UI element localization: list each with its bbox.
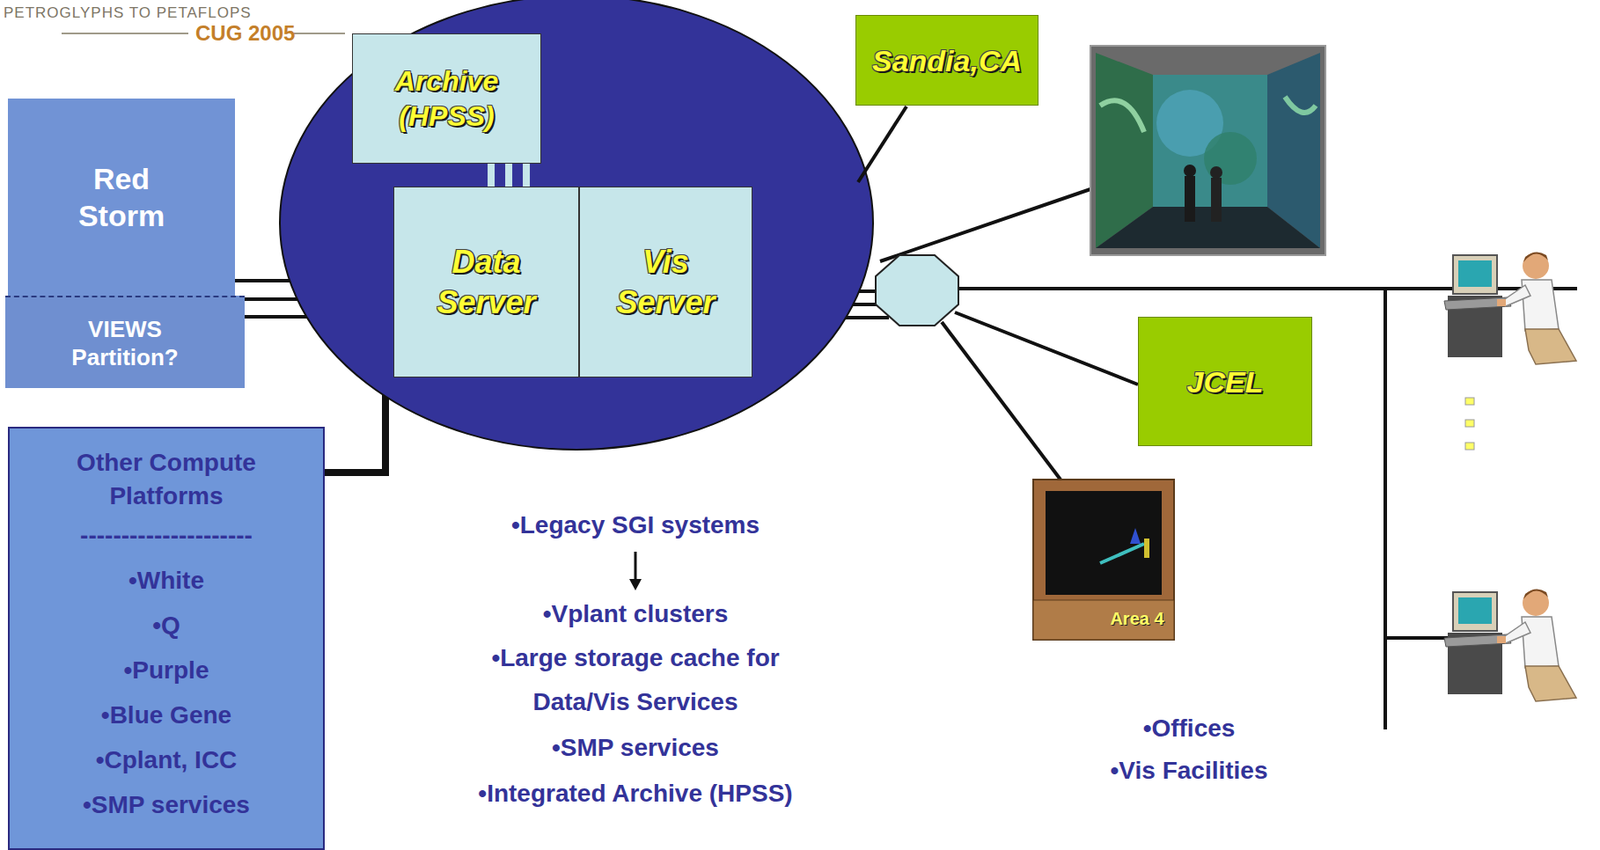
box-title: Red Storm xyxy=(55,160,188,235)
note-text: •Vis Facilities xyxy=(1056,749,1322,793)
box-item: •SMP services xyxy=(82,782,250,828)
box-item: •White xyxy=(128,557,205,603)
site-box: Sandia,CA xyxy=(855,14,1039,106)
box-item: •Blue Gene xyxy=(101,692,232,738)
box-title: Data Server xyxy=(411,242,562,323)
link-bars xyxy=(487,163,530,187)
compute-box: Red Storm xyxy=(7,98,235,296)
note-text: •Vplant clusters xyxy=(433,592,838,637)
header-title: CUG 2005 xyxy=(195,21,295,46)
link-bar xyxy=(487,163,495,187)
server-box: Data Server xyxy=(393,186,580,378)
server-box: Vis Server xyxy=(579,186,753,378)
box-title: Other Compute Platforms xyxy=(34,446,299,514)
platform-list-box: Other Compute Platforms-----------------… xyxy=(7,426,325,850)
note-text: •Offices xyxy=(1056,707,1322,750)
box-item: •Purple xyxy=(124,647,210,693)
note-text: •SMP services xyxy=(433,726,838,771)
note-text: •Legacy SGI systems xyxy=(433,503,838,548)
note-text: •Integrated Archive (HPSS) xyxy=(433,771,838,816)
site-box: JCEL xyxy=(1137,316,1313,447)
partition-box: VIEWS Partition? xyxy=(5,295,245,389)
box-title: Archive (HPSS) xyxy=(372,63,522,134)
picture-caption: Area 4 xyxy=(1101,607,1173,631)
link-bar xyxy=(522,163,530,187)
box-item: •Cplant, ICC xyxy=(95,737,238,783)
box-title: VIEWS Partition? xyxy=(50,315,200,372)
header-text: PETROGLYPHS TO PETAFLOPS xyxy=(3,3,252,23)
box-item: --------------------- xyxy=(80,513,253,558)
box-title: Sandia,CA xyxy=(872,43,1022,79)
note-text: •Large storage cache for Data/Vis Servic… xyxy=(446,636,825,725)
link-bar xyxy=(505,163,513,187)
box-title: Vis Server xyxy=(591,242,742,323)
server-box: Archive (HPSS) xyxy=(352,33,542,164)
box-title: JCEL xyxy=(1187,364,1264,400)
box-item: •Q xyxy=(152,602,181,648)
